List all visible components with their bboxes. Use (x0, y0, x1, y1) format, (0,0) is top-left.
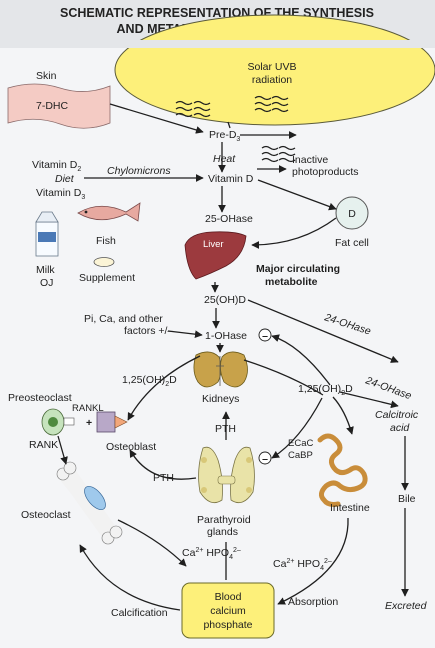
osteoblast-label: Osteoblast (106, 441, 156, 453)
minus-label-a: – (262, 330, 268, 342)
125ohd-label-left: 1,25(OH)2D (122, 374, 177, 388)
calcitroic-label-2: acid (390, 422, 410, 434)
arrow-intestine-blood (277, 517, 349, 605)
vitamin-d3-label: Vitamin D3 (36, 187, 85, 201)
parathyroid-gland-icon (198, 446, 255, 504)
rank-label: RANK (29, 439, 58, 451)
vitamin-d2-label: Vitamin D2 (32, 159, 81, 173)
arrow-blood-bone (79, 544, 181, 611)
inhibit-icon-a (258, 328, 272, 342)
ca-hpo4-right-label: Ca2+ HPO42– (273, 558, 332, 572)
absorption-label: Absorption (288, 596, 338, 608)
parathyroid-label-2: glands (207, 526, 238, 538)
cabp-label: CaBP (288, 450, 313, 461)
blood-label-1: Blood (215, 591, 242, 603)
supplement-label: Supplement (79, 272, 135, 284)
factors-label-1: Pi, Ca, and other (84, 313, 163, 325)
arrow-feedback-1ohase (271, 334, 331, 386)
parathyroid-label-1: Parathyroid (197, 514, 251, 526)
oj-label: OJ (40, 277, 53, 289)
arrow-pth-osteoblast (129, 449, 197, 480)
arrow-preosteoclast-bone (57, 435, 68, 465)
arrow-25ohd-24ohase (247, 299, 399, 363)
kidney-icon (193, 351, 248, 388)
osteoblast-cell-icon (96, 411, 128, 433)
arrow-kidney-osteoblast (127, 355, 201, 421)
rank-receptor-icon (63, 417, 75, 426)
pre-d3-label: Pre-D3 (209, 129, 240, 143)
solar-label-2: radiation (252, 74, 292, 86)
minus-label-b: – (262, 453, 268, 465)
major-metabolite-label-1: Major circulating (256, 263, 340, 275)
rankl-label: RANKL (72, 403, 104, 414)
major-metabolite-label-2: metabolite (265, 276, 318, 288)
arrow-bone-blood (117, 519, 187, 567)
milk-label: Milk (36, 264, 55, 276)
d-circle-label: D (348, 208, 356, 220)
heat-label: Heat (213, 153, 236, 165)
inactive-label-2: photoproducts (292, 166, 359, 178)
25ohd-label: 25(OH)D (204, 294, 246, 306)
arrow-125ohd-intestine (332, 396, 354, 435)
calcification-label: Calcification (111, 607, 168, 619)
pathway-arrows (57, 103, 409, 611)
inhibit-icon-b (258, 451, 272, 465)
milk-carton-icon (35, 211, 59, 257)
kidneys-label: Kidneys (202, 393, 239, 405)
7dhc-label: 7-DHC (36, 100, 69, 112)
arrow-factors-1ohase (167, 330, 203, 339)
excreted-label: Excreted (385, 600, 428, 612)
intestine-label: Intestine (330, 502, 370, 514)
blood-label-2: calcium (210, 605, 246, 617)
bile-label: Bile (398, 493, 416, 505)
osteoclast-label: Osteoclast (21, 509, 71, 521)
arrow-vitd-fatcell (257, 179, 337, 211)
liver-label: Liver (203, 239, 224, 250)
24-ohase-label-b: 24-OHase (363, 374, 413, 402)
25-ohase-label: 25-OHase (205, 213, 253, 225)
fat-cell-icon (335, 196, 369, 230)
preosteoclast-cell-icon (41, 408, 65, 436)
blood-calcium-box (181, 582, 275, 639)
vitamin-d-label: Vitamin D (208, 173, 254, 185)
diet-label: Diet (55, 173, 75, 185)
1-ohase-label: 1-OHase (205, 330, 247, 342)
arrow-feedback-parathyroid (271, 397, 323, 459)
fish-label: Fish (96, 235, 116, 247)
125ohd-label-right: 1,25(OH)2D (298, 383, 353, 397)
chylomicrons-label: Chylomicrons (107, 165, 171, 177)
osteoclast-cell-icon (84, 486, 106, 510)
liver-shape (184, 231, 247, 280)
arrow-7dhc-pred3 (109, 103, 204, 134)
solar-label-1: Solar UVB (247, 61, 296, 73)
skin-label: Skin (36, 70, 57, 82)
factors-label-2: factors +/– (124, 325, 173, 337)
bone-icon (56, 461, 123, 545)
arrow-125ohd-calcitroic (339, 391, 399, 409)
ecac-label: ECaC (288, 438, 313, 449)
supplement-pill-icon (93, 257, 115, 267)
fish-icon (77, 202, 141, 222)
arrow-fatcell-liver (251, 217, 337, 249)
uv-ray-icon (175, 95, 296, 163)
intestine-shape (317, 433, 368, 507)
fat-cell-label: Fat cell (335, 237, 369, 249)
plus-label: + (86, 417, 92, 429)
skin-shape (7, 83, 111, 129)
calcitroic-label-1: Calcitroic (375, 409, 419, 421)
blood-label-3: phosphate (203, 619, 252, 631)
ca-hpo4-left-label: Ca2+ HPO42– (182, 547, 241, 561)
inactive-label-1: Inactive (292, 154, 328, 166)
preosteoclast-label: Preosteoclast (8, 392, 72, 404)
